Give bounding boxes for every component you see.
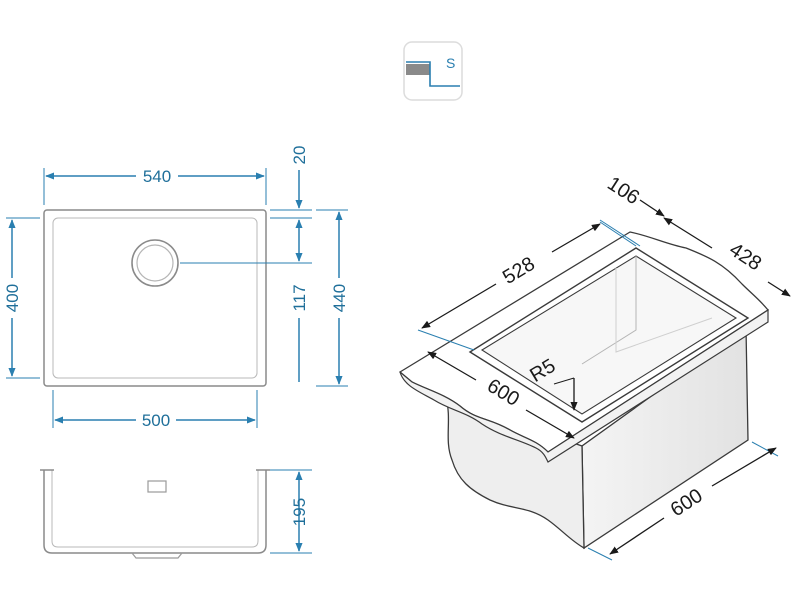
drain-outlet: [131, 552, 183, 559]
undermount-icon: [406, 64, 430, 75]
dim-iso-length: 528: [499, 253, 539, 289]
dim-plan-flange: 20: [290, 146, 309, 165]
iso-sink-cutout: [480, 255, 738, 415]
dim-plan-drain: 117: [290, 284, 309, 311]
dim-line-600-cabinet-a: [609, 517, 665, 555]
dim-plan-top: 540: [143, 167, 171, 186]
badge-letter: S: [446, 55, 455, 71]
section-outline: [43, 470, 267, 554]
overflow-slot: [147, 480, 167, 493]
dim-plan-right: 440: [330, 284, 349, 312]
iso-bowl-floor: [615, 268, 713, 353]
plan-bowl: [52, 217, 258, 379]
section-view: 195: [40, 469, 312, 559]
drain-outer: [131, 239, 179, 287]
iso-bowl-wall: [581, 256, 637, 365]
dim-line-600-front-b: [525, 409, 575, 439]
iso-view: 106 528 428 R5 600 600: [398, 173, 791, 561]
dim-line-428-b: [767, 281, 791, 297]
countertop-edge: [399, 308, 769, 463]
dim-line-600-cabinet-b: [711, 447, 777, 487]
plan-view: 540 500 400 20 117 440: [3, 146, 349, 430]
dim-line-600-front-a: [427, 351, 477, 381]
section-inner: [51, 470, 259, 548]
sink-profile-icon: [406, 61, 460, 87]
dim-iso-width: 428: [725, 239, 765, 276]
drain-inner: [136, 244, 174, 282]
mount-badge: S: [403, 41, 463, 101]
dim-line-106: [639, 199, 665, 217]
iso-sink-rim: [468, 247, 750, 423]
dim-plan-left: 400: [3, 284, 22, 312]
plan-outer-rim: [43, 209, 267, 387]
dim-section-depth: 195: [290, 498, 309, 526]
dim-iso-top: 106: [603, 173, 643, 210]
dim-plan-bottom: 500: [142, 411, 170, 430]
dim-line-528-b: [551, 223, 601, 253]
dim-line-528-a: [421, 283, 497, 329]
dim-line-428-a: [663, 217, 713, 249]
